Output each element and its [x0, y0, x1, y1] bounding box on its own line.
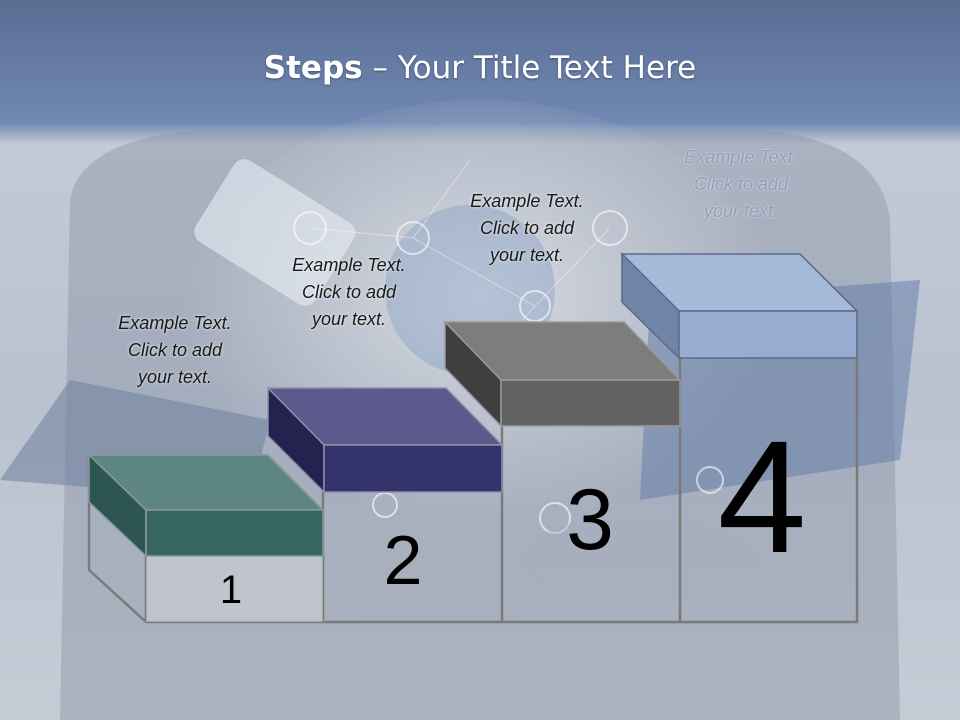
- step-1-block: [87, 453, 325, 558]
- title-rest: Your Title Text Here: [397, 50, 697, 86]
- step-4-text[interactable]: Example Text. Click to add your text.: [684, 147, 798, 221]
- step-3-number: 3: [566, 472, 614, 568]
- step-4-number: 4: [717, 407, 807, 586]
- step-4-block: [620, 252, 859, 360]
- step-1-number: 1: [219, 568, 243, 612]
- step-2-text[interactable]: Example Text. Click to add your text.: [292, 255, 406, 329]
- title-bold: Steps: [263, 50, 363, 86]
- step-3-text[interactable]: Example Text. Click to add your text.: [470, 191, 584, 265]
- step-2-number: 2: [383, 521, 423, 599]
- step-3-block: [443, 320, 682, 428]
- title-separator: –: [362, 50, 398, 86]
- step-2-block: [266, 386, 504, 494]
- page-title: Steps – Your Title Text Here: [0, 50, 960, 86]
- step-1-text[interactable]: Example Text. Click to add your text.: [118, 313, 232, 387]
